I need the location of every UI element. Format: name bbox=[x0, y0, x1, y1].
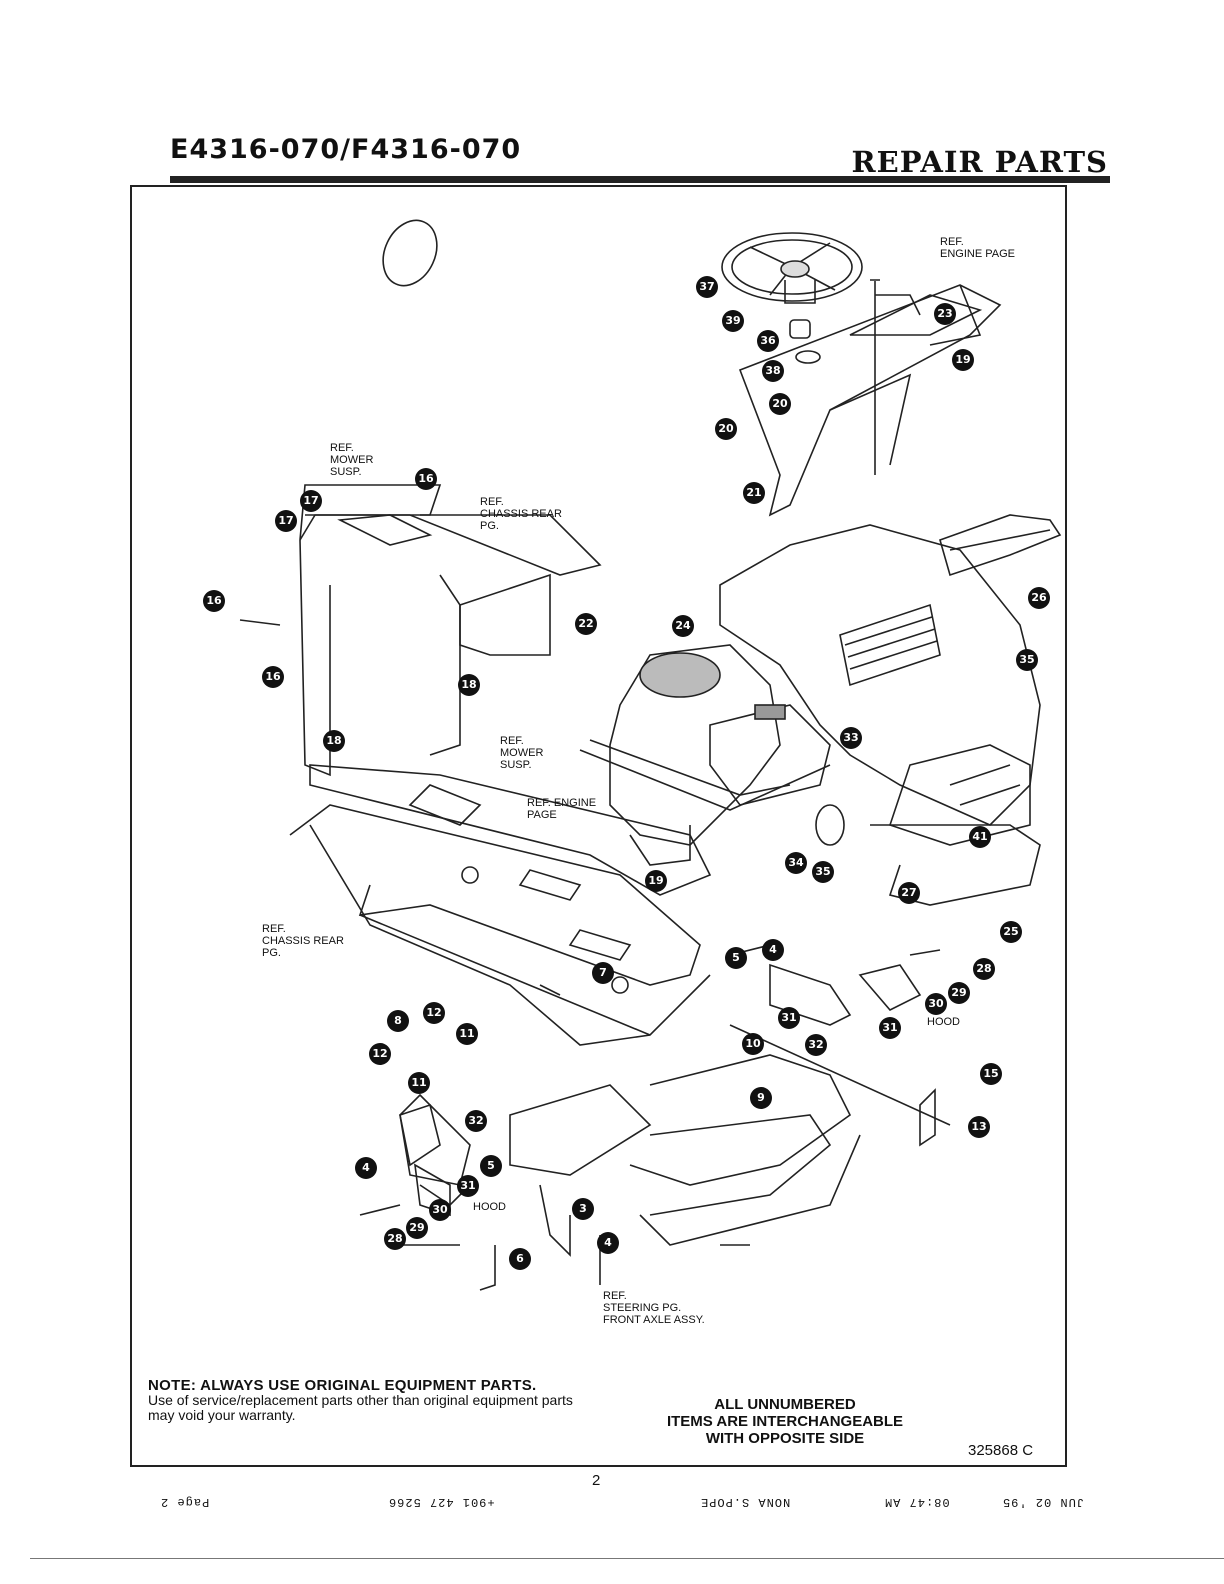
callout-30b: 30 bbox=[429, 1199, 451, 1221]
callout-11b: 11 bbox=[408, 1072, 430, 1094]
callout-33: 33 bbox=[840, 727, 862, 749]
fax-sender: NONA S.POPE bbox=[700, 1495, 791, 1509]
callout-11a: 11 bbox=[456, 1023, 478, 1045]
ref-hood-right: HOOD bbox=[927, 1016, 960, 1028]
ref-mower-susp-mid: REF. MOWER SUSP. bbox=[500, 735, 544, 771]
callout-29a: 29 bbox=[948, 982, 970, 1004]
callout-39: 39 bbox=[722, 310, 744, 332]
callout-3: 3 bbox=[572, 1198, 594, 1220]
interchangeable-note: ALL UNNUMBERED ITEMS ARE INTERCHANGEABLE… bbox=[640, 1396, 930, 1447]
callout-37: 37 bbox=[696, 276, 718, 298]
warranty-note: NOTE: ALWAYS USE ORIGINAL EQUIPMENT PART… bbox=[148, 1378, 588, 1423]
ref-engine-page-top: REF. ENGINE PAGE bbox=[940, 236, 1015, 260]
page-bottom-rule bbox=[30, 1558, 1224, 1559]
ref-chassis-rear-top: REF. CHASSIS REAR PG. bbox=[480, 496, 562, 532]
callout-17b: 17 bbox=[275, 510, 297, 532]
callout-4b: 4 bbox=[355, 1157, 377, 1179]
callout-27: 27 bbox=[898, 882, 920, 904]
callout-4a: 4 bbox=[762, 939, 784, 961]
callout-16a: 16 bbox=[415, 468, 437, 490]
callout-41: 41 bbox=[969, 826, 991, 848]
callout-32a: 32 bbox=[805, 1034, 827, 1056]
callout-31a: 31 bbox=[879, 1017, 901, 1039]
document-number: 325868 C bbox=[968, 1442, 1034, 1459]
callout-9: 9 bbox=[750, 1087, 772, 1109]
callout-26: 26 bbox=[1028, 587, 1050, 609]
callout-34: 34 bbox=[785, 852, 807, 874]
fax-phone: +901 427 5266 bbox=[388, 1495, 495, 1509]
fax-page: Page 2 bbox=[160, 1495, 210, 1509]
ref-chassis-rear-low: REF. CHASSIS REAR PG. bbox=[262, 923, 344, 959]
engine-outline bbox=[609, 644, 781, 846]
warranty-note-head: NOTE: ALWAYS USE ORIGINAL EQUIPMENT PART… bbox=[148, 1377, 537, 1394]
ref-mower-susp-top: REF. MOWER SUSP. bbox=[330, 442, 374, 478]
callout-13: 13 bbox=[968, 1116, 990, 1138]
fax-time: 08:47 AM bbox=[884, 1495, 950, 1509]
callout-30a: 30 bbox=[925, 993, 947, 1015]
callout-31c: 31 bbox=[457, 1175, 479, 1197]
callout-17a: 17 bbox=[300, 490, 322, 512]
callout-12b: 12 bbox=[369, 1043, 391, 1065]
callout-7: 7 bbox=[592, 962, 614, 984]
callout-29b: 29 bbox=[406, 1217, 428, 1239]
steering-wheel bbox=[721, 232, 863, 302]
callout-19b: 19 bbox=[645, 870, 667, 892]
callout-36: 36 bbox=[757, 330, 779, 352]
interchangeable-line-1: ALL UNNUMBERED bbox=[714, 1396, 856, 1413]
ref-engine-page-mid: REF. ENGINE PAGE bbox=[527, 797, 597, 821]
callout-35a: 35 bbox=[1016, 649, 1038, 671]
callout-31b: 31 bbox=[778, 1007, 800, 1029]
callout-20b: 20 bbox=[715, 418, 737, 440]
callout-21: 21 bbox=[743, 482, 765, 504]
callout-22: 22 bbox=[575, 613, 597, 635]
callout-15: 15 bbox=[980, 1063, 1002, 1085]
callout-28a: 28 bbox=[973, 958, 995, 980]
callout-16b: 16 bbox=[203, 590, 225, 612]
callout-25: 25 bbox=[1000, 921, 1022, 943]
callout-35b: 35 bbox=[812, 861, 834, 883]
callout-4c: 4 bbox=[597, 1232, 619, 1254]
callout-8: 8 bbox=[387, 1010, 409, 1032]
warranty-note-body: Use of service/replacement parts other t… bbox=[148, 1392, 573, 1423]
callout-12a: 12 bbox=[423, 1002, 445, 1024]
interchangeable-line-3: WITH OPPOSITE SIDE bbox=[705, 1430, 865, 1447]
header-rule bbox=[170, 176, 1110, 183]
ref-steering-front-axle: REF. STEERING PG. FRONT AXLE ASSY. bbox=[603, 1290, 705, 1326]
interchangeable-line-2: ITEMS ARE INTERCHANGEABLE bbox=[666, 1413, 904, 1430]
callout-18a: 18 bbox=[458, 674, 480, 696]
grille bbox=[939, 514, 1062, 577]
model-number: E4316-070/F4316-070 bbox=[170, 134, 522, 165]
hood-outline bbox=[719, 524, 1041, 826]
callout-19: 19 bbox=[952, 349, 974, 371]
exploded-parts-diagram bbox=[239, 219, 1062, 1291]
callout-5a: 5 bbox=[725, 947, 747, 969]
callout-32b: 32 bbox=[465, 1110, 487, 1132]
callout-28b: 28 bbox=[384, 1228, 406, 1250]
ref-hood-left: HOOD bbox=[473, 1201, 506, 1213]
callout-18b: 18 bbox=[323, 730, 345, 752]
fax-date: JUN 02 '95 bbox=[1002, 1495, 1085, 1509]
callout-20a: 20 bbox=[769, 393, 791, 415]
callout-38: 38 bbox=[762, 360, 784, 382]
callout-5b: 5 bbox=[480, 1155, 502, 1177]
callout-6: 6 bbox=[509, 1248, 531, 1270]
page-number: 2 bbox=[592, 1472, 601, 1489]
callout-24: 24 bbox=[672, 615, 694, 637]
page-title: REPAIR PARTS bbox=[851, 145, 1108, 179]
diagram-frame bbox=[130, 185, 1067, 1467]
hand-mark bbox=[382, 219, 438, 287]
callout-23: 23 bbox=[934, 303, 956, 325]
callout-16c: 16 bbox=[262, 666, 284, 688]
callout-10: 10 bbox=[742, 1033, 764, 1055]
